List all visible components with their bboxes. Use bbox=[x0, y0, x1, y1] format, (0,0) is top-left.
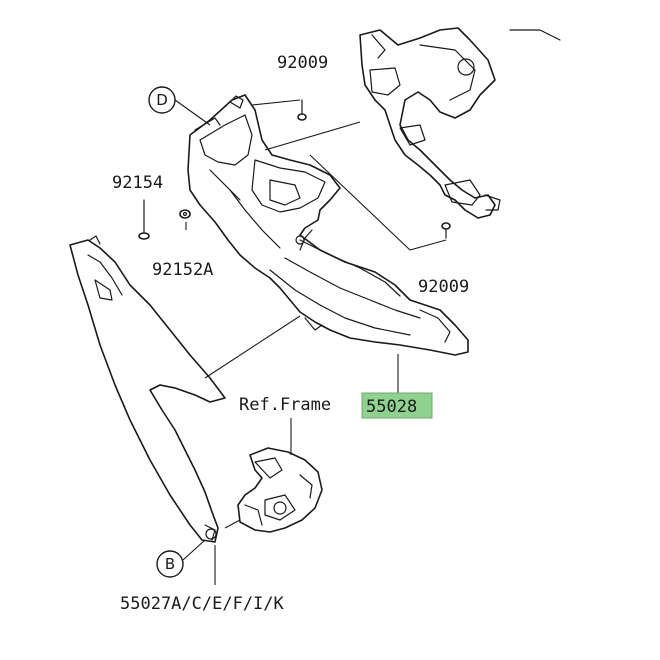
callout-d-label: D bbox=[156, 91, 168, 109]
part-number-highlight bbox=[361, 392, 433, 419]
callout-d: D bbox=[148, 86, 176, 114]
label-bolt-92009-right: 92009 bbox=[418, 277, 469, 297]
label-ref-frame: Ref.Frame bbox=[239, 395, 331, 415]
label-screw-92154: 92154 bbox=[112, 173, 163, 193]
hardware bbox=[138, 99, 451, 240]
callout-b-label: B bbox=[165, 555, 175, 573]
frame-drawing bbox=[359, 27, 561, 219]
label-washer-92152a: 92152A bbox=[152, 260, 213, 280]
callout-b: B bbox=[156, 550, 184, 578]
leader-lines bbox=[174, 99, 447, 585]
ref-frame-bracket bbox=[237, 447, 323, 533]
label-bolt-92009-top: 92009 bbox=[277, 53, 328, 73]
side-cover-part bbox=[69, 235, 226, 543]
label-main-part-55028: 55028 bbox=[366, 397, 417, 417]
label-side-cover-55027: 55027A/C/E/F/I/K bbox=[120, 594, 285, 614]
main-cowl-part bbox=[187, 94, 469, 356]
